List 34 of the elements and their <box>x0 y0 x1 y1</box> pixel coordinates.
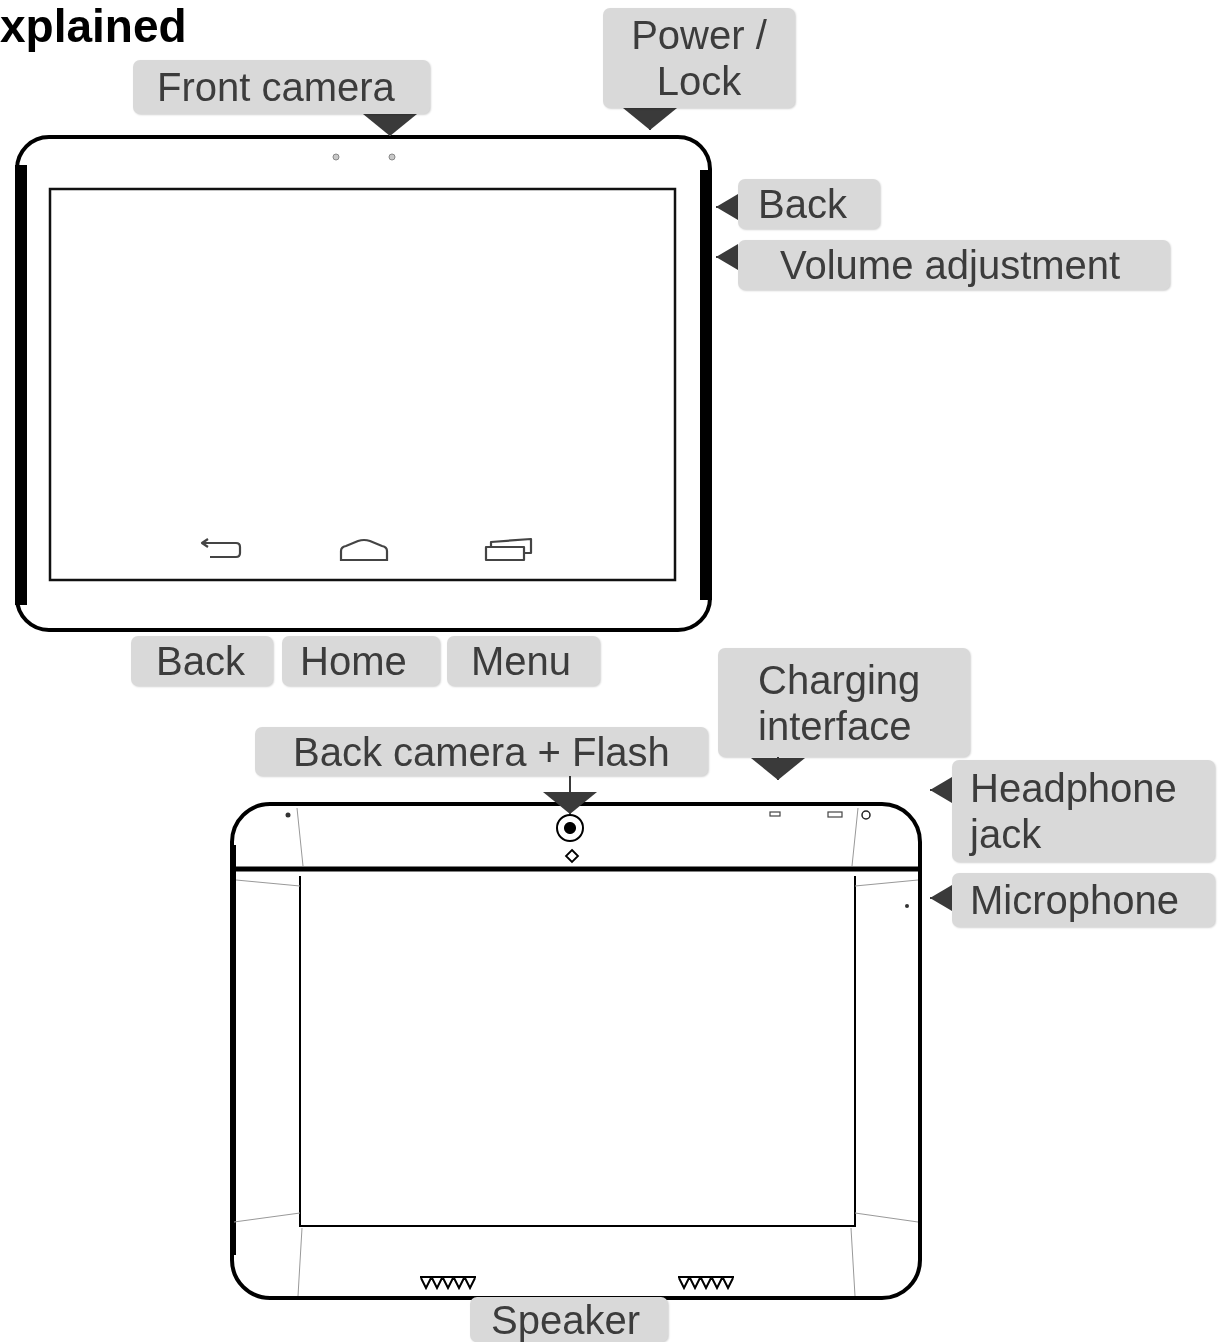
pointer-arrow <box>623 107 677 131</box>
pointer-arrow <box>715 244 739 270</box>
callout-tag <box>718 648 970 757</box>
callout-text: Speaker <box>491 1298 640 1341</box>
callout-tag <box>470 1297 668 1342</box>
callout-text: Power / Lock <box>630 12 768 104</box>
callout-text: Back <box>156 638 245 684</box>
pointer-arrow <box>751 756 805 781</box>
callout-text: Volume adjustment <box>780 242 1121 288</box>
pointer-arrow <box>715 194 739 220</box>
callout-tag <box>282 636 440 686</box>
callout-text: Microphone <box>970 877 1179 923</box>
callout-text: Front camera <box>157 64 395 110</box>
callout-tag <box>738 240 1170 290</box>
callout-text: Back camera + Flash <box>293 728 670 775</box>
callout-text: Home <box>300 638 407 684</box>
page-title: xplained <box>0 0 187 52</box>
callout-tag <box>133 60 430 114</box>
pointer-arrow <box>929 777 953 803</box>
pointer-arrow <box>929 885 953 911</box>
pointer-arrow <box>543 775 597 815</box>
callout-tag <box>952 760 1215 862</box>
callout-text: Charging interface <box>758 656 922 749</box>
pointer-arrow <box>363 113 417 137</box>
callout-text: Back <box>758 181 847 227</box>
callout-tag <box>447 636 600 686</box>
camera-lens-icon <box>556 814 584 842</box>
callout-text: Menu <box>471 638 572 684</box>
callout-tag <box>131 636 273 686</box>
callout-tag <box>738 179 880 229</box>
callout-tag <box>603 8 795 108</box>
callout-tag <box>952 873 1215 927</box>
callout-text: Headphone jack <box>970 765 1178 857</box>
callout-tag <box>255 727 708 776</box>
